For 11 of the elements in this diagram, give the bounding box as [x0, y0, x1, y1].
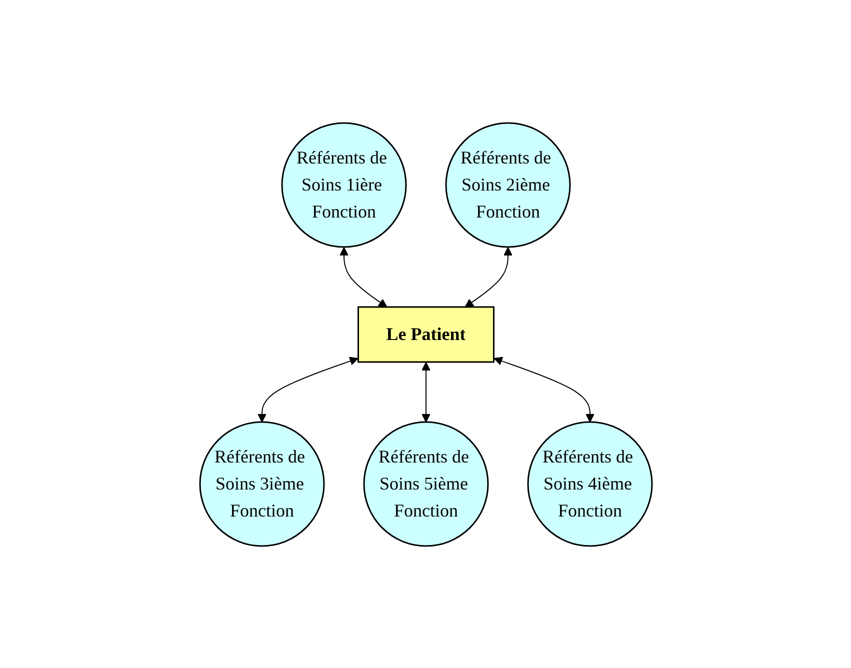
node-circle: Référents de Soins 4ième Fonction — [526, 420, 652, 546]
arrow — [257, 356, 358, 422]
arrow — [493, 356, 594, 422]
node-circle: Référents de Soins 3ième Fonction — [198, 420, 324, 546]
node-circle: Référents de Soins 2ième Fonction — [444, 122, 570, 248]
node-circle: Référents de Soins 1ière Fonction — [280, 122, 406, 248]
arrow — [421, 362, 430, 422]
node-circle: Référents de Soins 5ième Fonction — [362, 420, 488, 546]
arrow — [464, 246, 512, 307]
arrow — [339, 246, 387, 307]
node-box: Le Patient — [357, 306, 494, 362]
